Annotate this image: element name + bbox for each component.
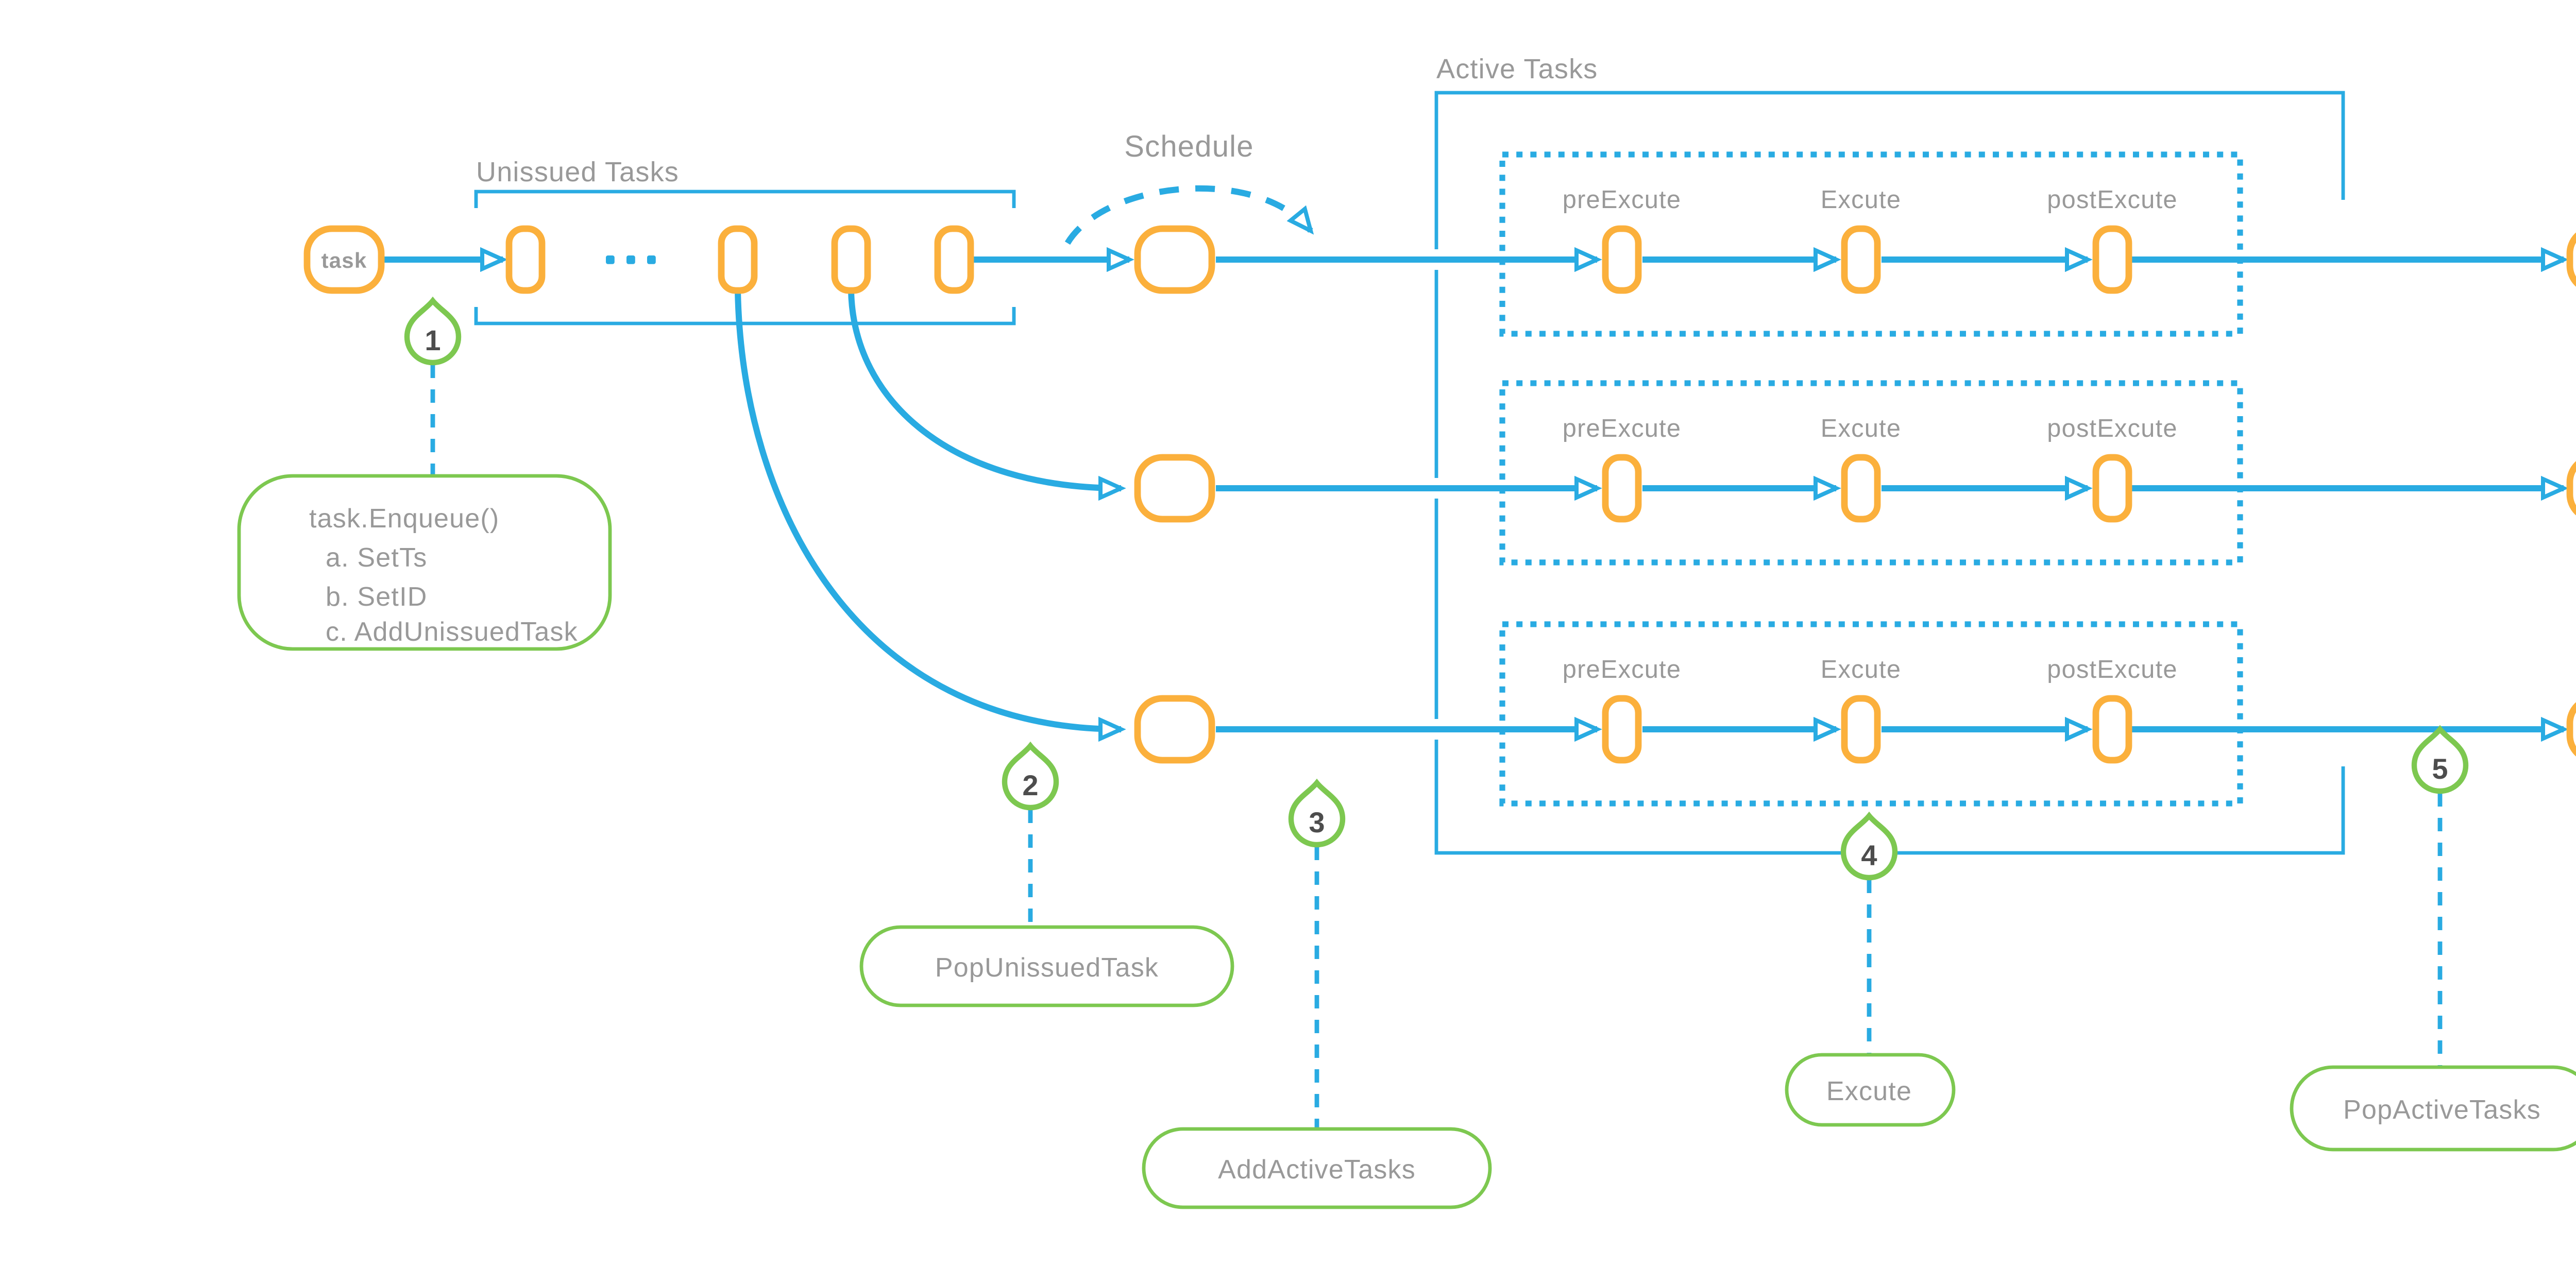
- callout-task-enqueue: [237, 474, 612, 651]
- callout-task-enqueue-text: task.Enqueue() a. SetTs b. SetID c. AddU…: [309, 504, 578, 647]
- row3-done-node: [2566, 702, 2576, 757]
- callout-addactivetasks-label: AddActiveTasks: [1218, 1155, 1416, 1185]
- active-tasks-label: Active Tasks: [1436, 54, 1598, 84]
- row2-excute-node: [1841, 454, 1881, 523]
- unissued-tasks-label: Unissued Tasks: [476, 157, 679, 187]
- step-marker-5-icon: [2411, 725, 2469, 794]
- step-marker-2-icon: [1002, 741, 1059, 811]
- row2-postexcute-label: postExcute: [2047, 415, 2177, 442]
- row1-postexcute-node: [2092, 225, 2132, 294]
- schedule-label: Schedule: [1124, 130, 1253, 163]
- row1-postexcute-label: postExcute: [2047, 186, 2177, 214]
- schedule-arc: [1064, 185, 1311, 245]
- row1-excute-label: Excute: [1821, 186, 1901, 214]
- callout-popunissuedtask: [859, 925, 1234, 1007]
- row3-preexcute-node: [1602, 695, 1642, 764]
- callout-addactivetasks: [1142, 1127, 1492, 1209]
- row1-start-node: [1134, 225, 1215, 294]
- step-marker-1-number: 1: [425, 324, 440, 356]
- queue-ellipsis-icon: [606, 255, 656, 264]
- active-task-box-row2: [1499, 380, 2243, 566]
- step-marker-2-number: 2: [1022, 769, 1038, 801]
- row2-preexcute-node: [1602, 454, 1642, 523]
- row1-done-node: [2566, 232, 2576, 287]
- task-node-label: task: [321, 248, 367, 272]
- step-marker-4-icon: [1840, 811, 1898, 881]
- step-marker-4-number: 4: [1861, 839, 1877, 871]
- row3-start-node: [1134, 695, 1215, 764]
- row3-preexcute-label: preExcute: [1563, 656, 1682, 683]
- svg-text:b. SetID: b. SetID: [326, 582, 427, 612]
- curve-queue-to-row3: [735, 290, 1121, 729]
- callout-popactivetasks-label: PopActiveTasks: [2343, 1095, 2541, 1125]
- row3-postexcute-label: postExcute: [2047, 656, 2177, 683]
- step-marker-1-icon: [404, 296, 462, 366]
- queue-node-3: [831, 225, 871, 294]
- row3-postexcute-node: [2092, 695, 2132, 764]
- task-node: [303, 225, 385, 294]
- active-task-box-row3: [1499, 621, 2243, 807]
- callout-excute: [1785, 1053, 1956, 1127]
- svg-text:task.Enqueue(): task.Enqueue(): [309, 504, 499, 534]
- callout-excute-label: Excute: [1826, 1076, 1912, 1106]
- row2-done-node: [2566, 461, 2576, 516]
- row3-excute-label: Excute: [1821, 656, 1901, 683]
- callout-popactivetasks: [2290, 1065, 2576, 1152]
- row2-postexcute-node: [2092, 454, 2132, 523]
- callout-popunissuedtask-label: PopUnissuedTask: [935, 953, 1159, 983]
- row2-excute-label: Excute: [1821, 415, 1901, 442]
- row2-start-node: [1134, 454, 1215, 523]
- row3-excute-node: [1841, 695, 1881, 764]
- step-marker-3-icon: [1288, 778, 1346, 848]
- step-marker-5-number: 5: [2432, 752, 2448, 785]
- queue-node-4: [934, 225, 974, 294]
- svg-text:a. SetTs: a. SetTs: [326, 543, 427, 573]
- unissued-tasks-bracket: [474, 190, 1016, 326]
- queue-node-2: [718, 225, 758, 294]
- row1-preexcute-label: preExcute: [1563, 186, 1682, 214]
- row1-preexcute-node: [1602, 225, 1642, 294]
- row1-excute-node: [1841, 225, 1881, 294]
- active-task-box-row1: [1499, 151, 2243, 337]
- row2-preexcute-label: preExcute: [1563, 415, 1682, 442]
- curve-queue-to-row2: [848, 290, 1121, 488]
- step-marker-3-number: 3: [1309, 806, 1325, 838]
- queue-node-1: [505, 225, 546, 294]
- active-tasks-bracket: [1434, 91, 2345, 855]
- svg-text:c. AddUnissuedTask: c. AddUnissuedTask: [326, 617, 578, 647]
